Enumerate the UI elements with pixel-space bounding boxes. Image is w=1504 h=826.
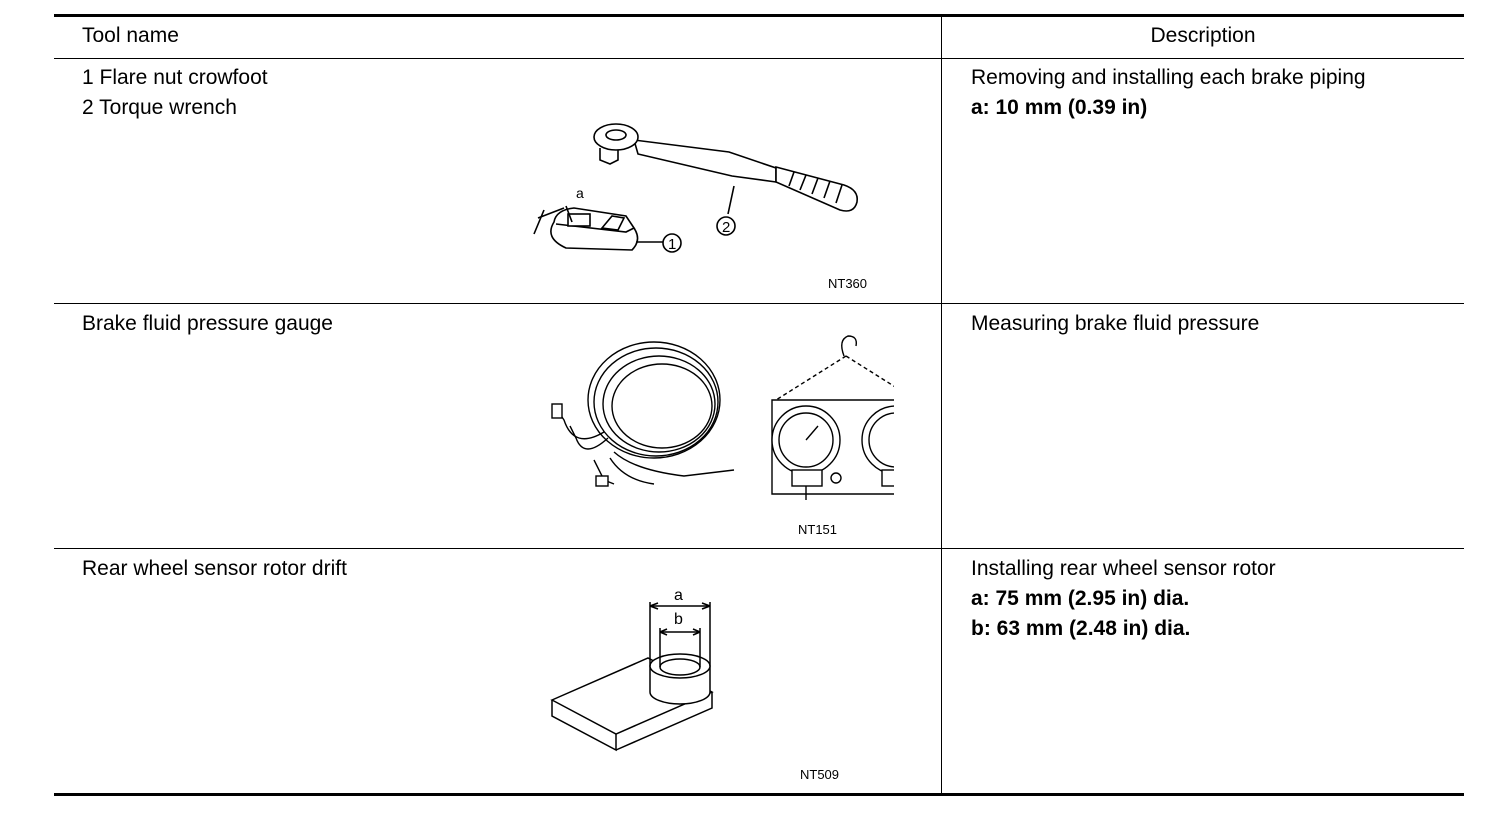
row2-description: Measuring brake fluid pressure <box>971 309 1259 339</box>
row2-tool-name: Brake fluid pressure gauge <box>82 309 333 339</box>
header-tool-name: Tool name <box>82 24 179 47</box>
dimension-label-a: a <box>576 185 584 201</box>
callout-2-label: 2 <box>722 219 730 236</box>
dimension-label-a: a <box>674 587 683 604</box>
row1-tool-name: 1 Flare nut crowfoot 2 Torque wrench <box>82 63 268 123</box>
description-spec: a: 10 mm (0.39 in) <box>971 96 1148 119</box>
row-divider <box>54 548 1464 549</box>
tool-line: Rear wheel sensor rotor drift <box>82 557 347 580</box>
rotor-drift-illustration: a b <box>550 587 714 752</box>
row-divider <box>54 303 1464 304</box>
table-bottom-rule <box>54 793 1464 796</box>
figure-code: NT509 <box>800 767 840 782</box>
row1-description: Removing and installing each brake pipin… <box>971 63 1366 123</box>
figure-code: NT151 <box>798 522 838 537</box>
tool-line: 2 Torque wrench <box>82 96 237 119</box>
row3-description: Installing rear wheel sensor rotor a: 75… <box>971 554 1276 644</box>
figure-code: NT360 <box>828 276 868 291</box>
header-description: Description <box>1150 24 1256 47</box>
torque-wrench-crowfoot-illustration: a 1 2 <box>533 123 859 253</box>
brake-pressure-gauge-illustration <box>551 335 894 500</box>
header-divider <box>54 58 1464 59</box>
tool-line: 1 Flare nut crowfoot <box>82 66 268 89</box>
row3-tool-name: Rear wheel sensor rotor drift <box>82 554 347 584</box>
table-top-rule <box>54 14 1464 17</box>
column-divider <box>941 17 942 793</box>
description-spec: a: 75 mm (2.95 in) dia. <box>971 587 1190 610</box>
tool-line: Brake fluid pressure gauge <box>82 312 333 335</box>
dimension-label-b: b <box>674 611 683 628</box>
description-line: Measuring brake fluid pressure <box>971 312 1260 335</box>
description-spec: b: 63 mm (2.48 in) dia. <box>971 617 1191 640</box>
description-line: Installing rear wheel sensor rotor <box>971 557 1276 580</box>
description-line: Removing and installing each brake pipin… <box>971 66 1366 89</box>
tools-table: Tool name Description 1 Flare nut crowfo… <box>54 14 1464 798</box>
callout-1-label: 1 <box>668 236 676 253</box>
